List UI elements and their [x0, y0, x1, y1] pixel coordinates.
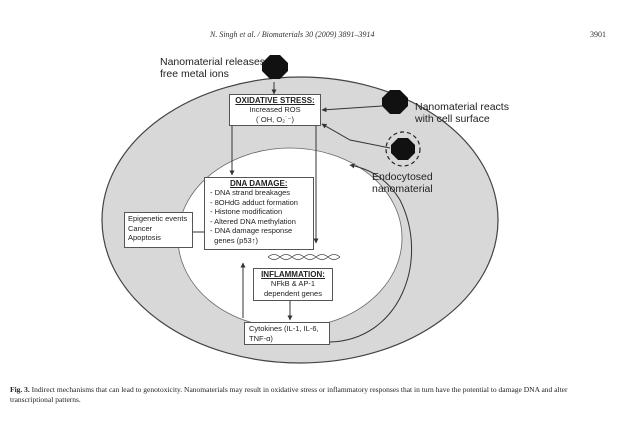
inflammation-box: INFLAMMATION: NFkB & AP-1 dependent gene…: [253, 268, 333, 301]
inflammation-title: INFLAMMATION:: [261, 270, 325, 279]
dna-damage-item: genes (p53↑): [210, 235, 258, 245]
page-number: 3901: [590, 30, 606, 39]
caption-label: Fig. 3.: [10, 385, 30, 394]
endocytosis-vesicle: [385, 131, 421, 167]
epigenetic-item: Epigenetic events: [128, 214, 188, 223]
nanomaterial-octagon-endocytosed: [391, 138, 415, 160]
inflammation-line1: NFkB & AP-1: [270, 279, 316, 288]
label-nanomaterial-reacts: Nanomaterial reacts with cell surface: [415, 101, 509, 125]
label-nanomaterial-releases: Nanomaterial releases free metal ions: [160, 56, 266, 80]
epigenetic-item: Cancer: [128, 223, 153, 233]
inflammation-line2: dependent genes: [264, 288, 322, 298]
cytokines-line2: TNF-α): [249, 333, 273, 343]
dna-damage-item: - DNA damage response: [210, 226, 293, 235]
oxidative-stress-line2: (˙OH, O₂˙⁻): [255, 114, 295, 124]
dna-damage-title: DNA DAMAGE:: [230, 179, 288, 188]
oxidative-stress-box: OXIDATIVE STRESS: Increased ROS (˙OH, O₂…: [229, 94, 321, 126]
dna-damage-item: - 8OHdG adduct formation: [210, 197, 298, 207]
dna-damage-item: - Altered DNA methylation: [210, 216, 296, 226]
nanomaterial-octagon-right: [382, 90, 408, 114]
dna-damage-item: - Histone modification: [210, 207, 283, 216]
label-endocytosed-nanomaterial: Endocytosed nanomaterial: [372, 171, 433, 195]
figure-caption: Fig. 3. Indirect mechanisms that can lea…: [10, 385, 610, 405]
epigenetic-box: Epigenetic events Cancer Apoptosis: [124, 212, 193, 248]
dna-helix: [267, 254, 341, 260]
oxidative-stress-title: OXIDATIVE STRESS:: [235, 96, 315, 105]
cytokines-box: Cytokines (IL-1, IL-6, TNF-α): [244, 322, 330, 345]
nanomaterial-octagon-top: [262, 55, 288, 79]
dna-damage-box: DNA DAMAGE: - DNA strand breakages - 8OH…: [204, 177, 314, 250]
oxidative-stress-line1: Increased ROS: [249, 105, 301, 114]
epigenetic-item: Apoptosis: [128, 233, 161, 242]
caption-text: Indirect mechanisms that can lead to gen…: [10, 385, 568, 404]
cytokines-line1: Cytokines (IL-1, IL-6,: [249, 324, 319, 333]
running-header: N. Singh et al. / Biomaterials 30 (2009)…: [210, 30, 375, 39]
dna-damage-item: - DNA strand breakages: [210, 188, 291, 197]
